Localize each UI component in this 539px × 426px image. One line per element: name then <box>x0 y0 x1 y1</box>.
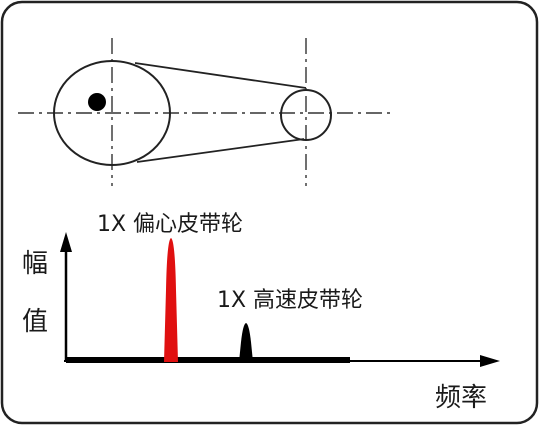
x-axis-label: 频率 <box>435 383 487 413</box>
y-axis-label-top: 幅 <box>22 249 48 279</box>
x-axis-arrow <box>480 355 500 367</box>
belt-drive-schematic <box>18 38 392 186</box>
high-speed-pulley <box>280 89 332 141</box>
belt-top-run <box>134 62 307 89</box>
peak-high-speed-pulley-1x <box>239 323 253 362</box>
peak2-label: 1X 高速皮带轮 <box>217 288 363 313</box>
peak1-label: 1X 偏心皮带轮 <box>97 212 243 237</box>
spectrum-plot: 1X 偏心皮带轮 1X 高速皮带轮 幅 值 频率 <box>22 212 500 413</box>
eccentric-pulley <box>53 60 171 166</box>
y-axis-label-bottom: 值 <box>22 307 48 337</box>
y-axis-arrow <box>60 232 72 252</box>
eccentric-mass-dot <box>88 93 106 111</box>
belt-bottom-run <box>136 138 305 163</box>
peak-eccentric-pulley-1x <box>164 238 178 362</box>
